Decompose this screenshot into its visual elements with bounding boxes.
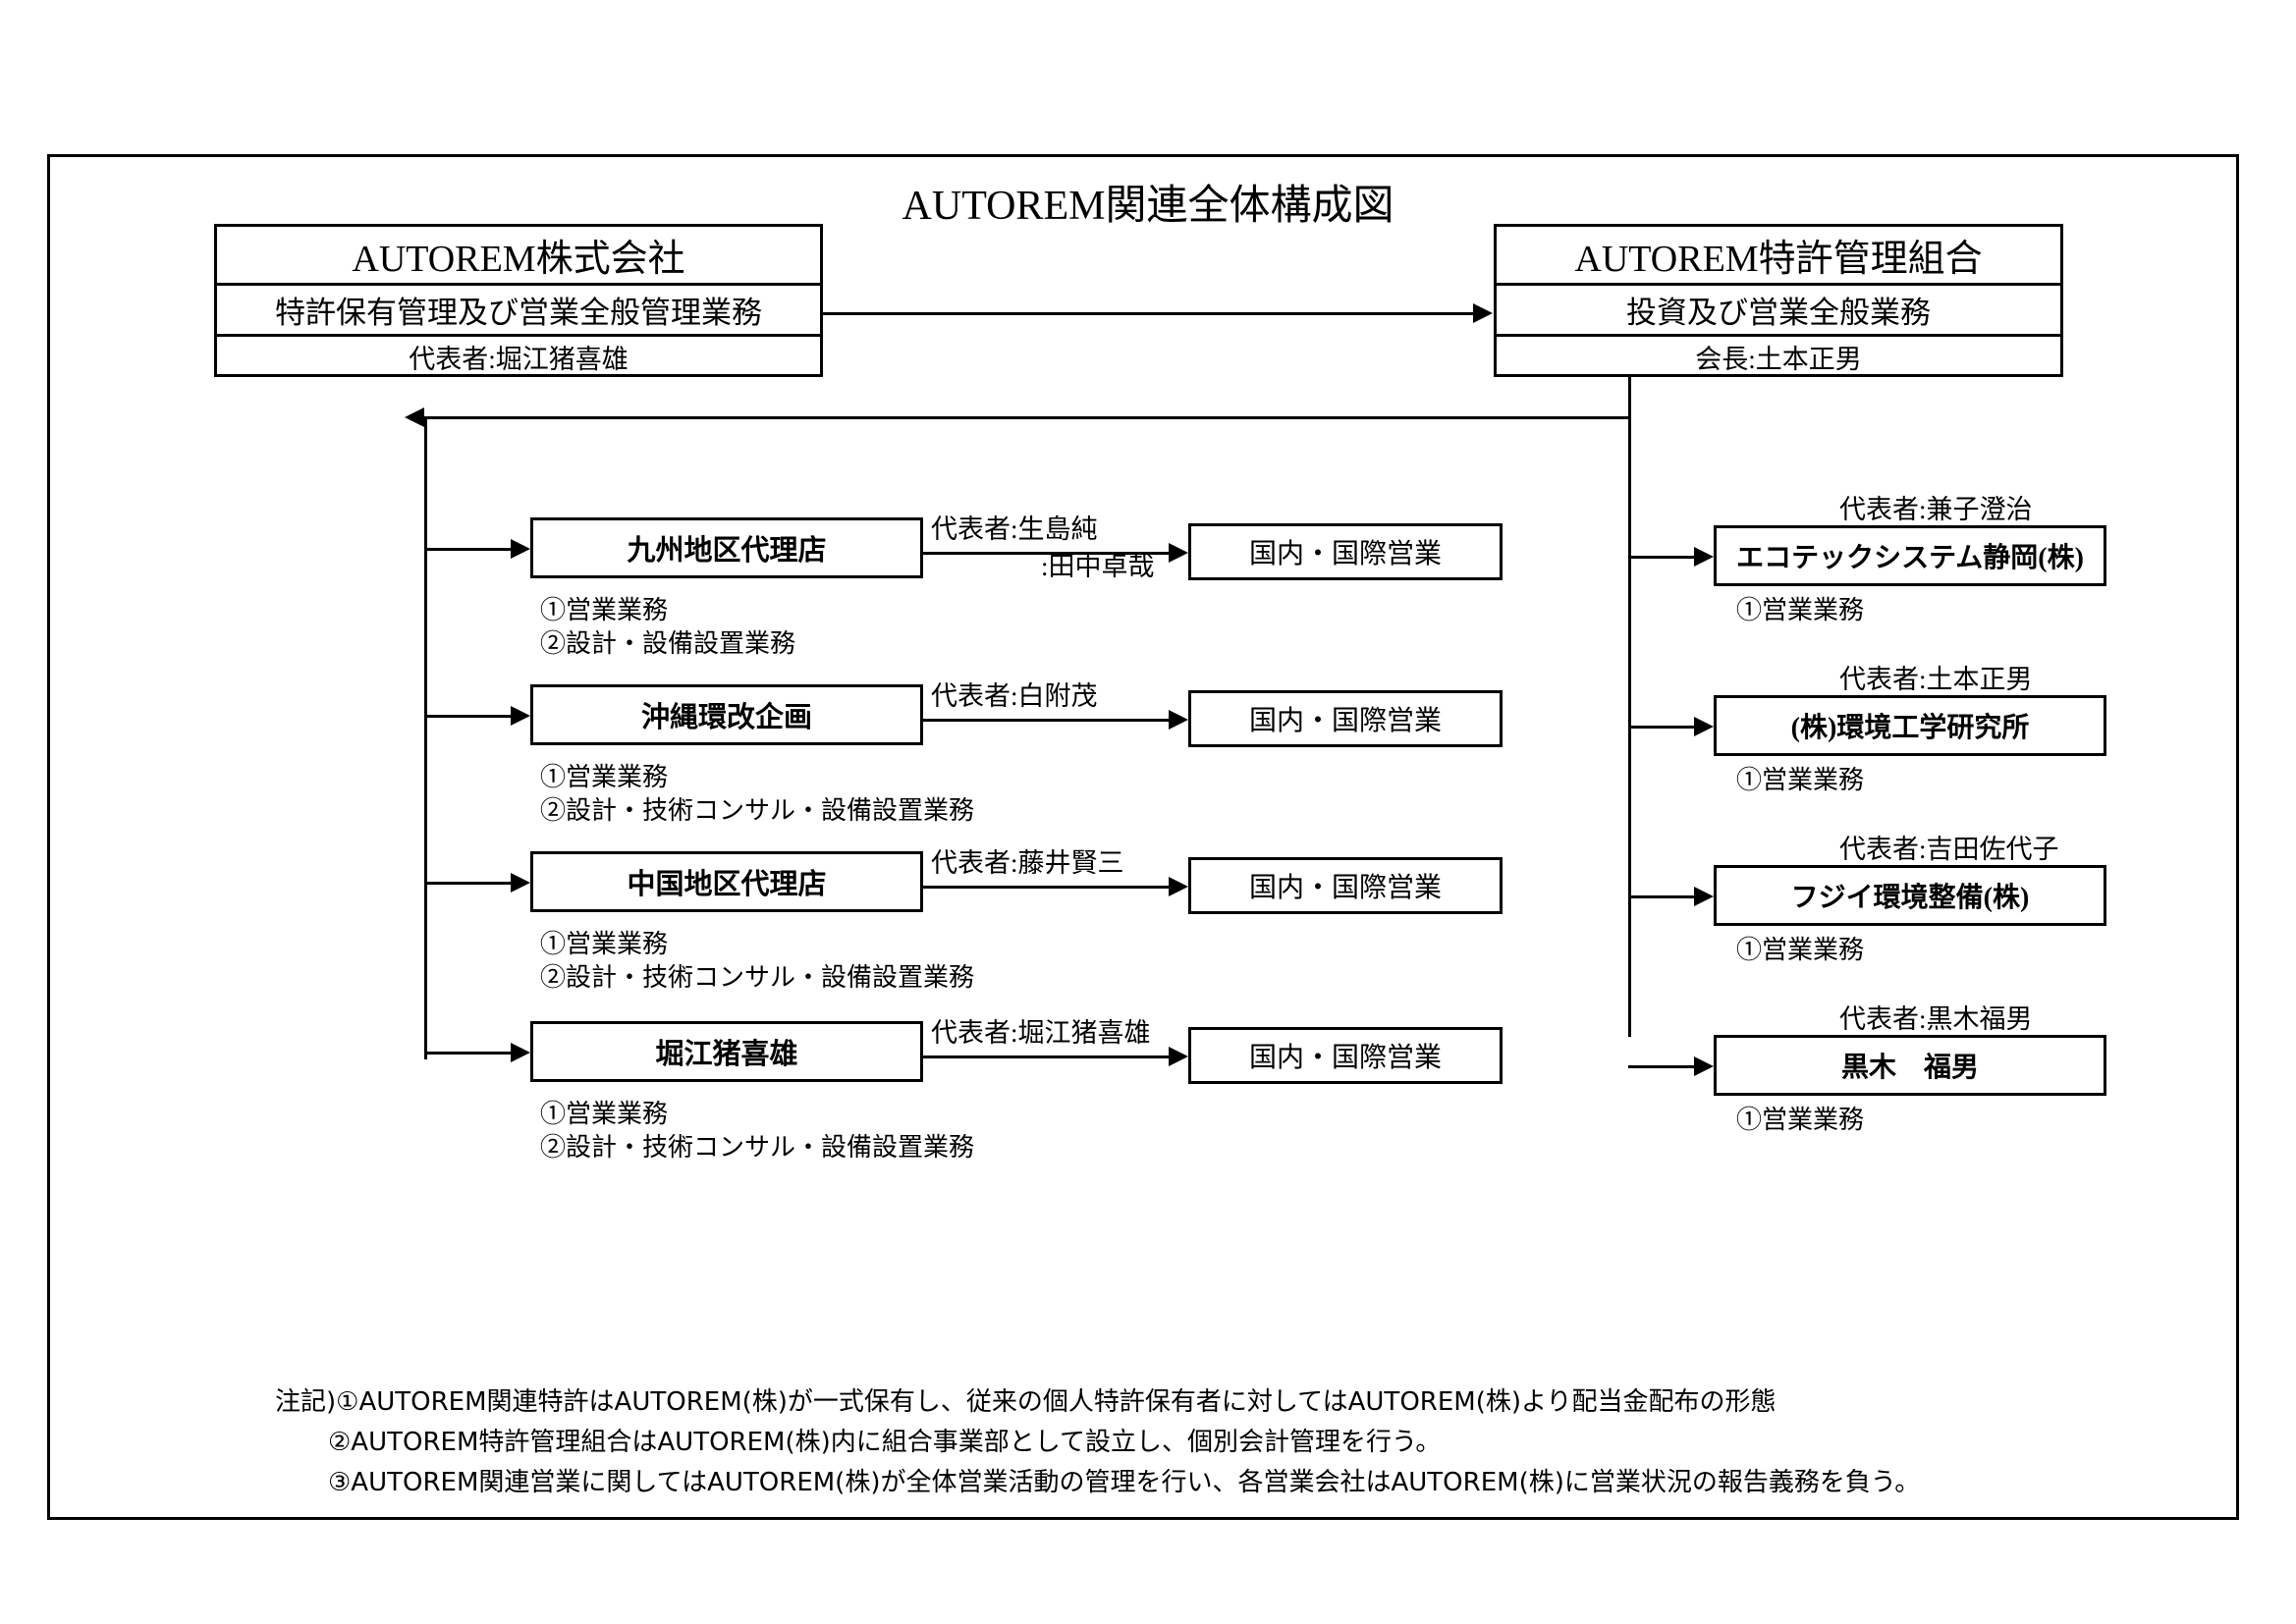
agency-box-4[interactable]: 堀江猪喜雄 <box>530 1021 923 1082</box>
agency-duty-3-b: ②設計・技術コンサル・設備設置業務 <box>540 963 975 992</box>
agency-name-3: 中国地区代理店 <box>627 869 827 900</box>
notes-block: 注記)①AUTOREM関連特許はAUTOREM(株)が一式保有し、従来の個人特許… <box>275 1382 1920 1503</box>
arrow-sales-1-head <box>1169 543 1188 563</box>
connector-spine-to-agency-2 <box>424 715 511 718</box>
connector-bus-to-partner-1 <box>1628 556 1694 559</box>
arrow-agency-2-head <box>511 706 530 726</box>
patent-union-name: AUTOREM特許管理組合 <box>1497 227 2060 286</box>
arrow-company-to-union-head <box>1473 303 1493 323</box>
connector-agency-3-to-sales <box>923 886 1169 889</box>
partner-box-2[interactable]: (株)環境工学研究所 <box>1714 695 2106 756</box>
patent-union-box[interactable]: AUTOREM特許管理組合 投資及び営業全般業務 会長:土本正男 <box>1494 224 2063 377</box>
arrow-partner-3-head <box>1694 887 1714 906</box>
agency-box-3[interactable]: 中国地区代理店 <box>530 851 923 912</box>
partner-rep-4: 代表者:黒木福男 <box>1839 1004 2033 1034</box>
partner-name-1: エコテックシステム静岡(株) <box>1736 543 2084 573</box>
sales-box-4[interactable]: 国内・国際営業 <box>1188 1027 1503 1084</box>
arrow-agency-4-head <box>511 1043 530 1062</box>
note-2: ②AUTOREM特許管理組合はAUTOREM(株)内に組合事業部として設立し、個… <box>328 1428 1442 1457</box>
partner-rep-3: 代表者:吉田佐代子 <box>1839 835 2059 864</box>
arrow-agency-3-head <box>511 873 530 893</box>
partner-duty-2: ①営業業務 <box>1736 766 1865 794</box>
connector-agency-4-to-sales <box>923 1056 1169 1058</box>
autorem-company-representative: 代表者:堀江猪喜雄 <box>409 344 629 374</box>
agency-rep-4-line1: 代表者:堀江猪喜雄 <box>931 1018 1151 1048</box>
partner-name-2: (株)環境工学研究所 <box>1790 713 2030 743</box>
connector-bus-to-partner-2 <box>1628 726 1694 729</box>
note-1: 注記)①AUTOREM関連特許はAUTOREM(株)が一式保有し、従来の個人特許… <box>275 1387 1777 1417</box>
connector-bus-to-partner-4 <box>1628 1065 1694 1068</box>
sales-box-2[interactable]: 国内・国際営業 <box>1188 690 1503 747</box>
connector-spine-to-agency-4 <box>424 1052 511 1055</box>
partner-duty-4: ①営業業務 <box>1736 1106 1865 1134</box>
agency-duty-1-a: ①営業業務 <box>540 596 669 624</box>
diagram-frame <box>47 154 2239 1520</box>
partner-duty-1: ①営業業務 <box>1736 596 1865 624</box>
partner-box-1[interactable]: エコテックシステム静岡(株) <box>1714 525 2106 586</box>
connector-agency-1-to-sales <box>923 552 1169 555</box>
connector-spine-to-agency-1 <box>424 548 511 551</box>
patent-union-chairman: 会長:土本正男 <box>1695 344 1862 374</box>
partner-box-3[interactable]: フジイ環境整備(株) <box>1714 865 2106 926</box>
autorem-company-box[interactable]: AUTOREM株式会社 特許保有管理及び営業全般管理業務 代表者:堀江猪喜雄 <box>214 224 823 377</box>
partner-rep-2: 代表者:土本正男 <box>1839 665 2033 694</box>
arrow-partner-2-head <box>1694 717 1714 736</box>
sales-label-3: 国内・国際営業 <box>1248 873 1442 903</box>
agency-rep-3-line1: 代表者:藤井賢三 <box>931 848 1124 878</box>
union-bus-drop <box>1628 377 1631 1037</box>
connector-agency-2-to-sales <box>923 719 1169 722</box>
autorem-company-business: 特許保有管理及び営業全般管理業務 <box>217 286 820 337</box>
autorem-company-name: AUTOREM株式会社 <box>217 227 820 286</box>
arrow-union-bus-left-head <box>405 407 424 427</box>
patent-union-business: 投資及び営業全般業務 <box>1497 286 2060 337</box>
sales-label-2: 国内・国際営業 <box>1248 706 1442 736</box>
connector-bus-to-partner-3 <box>1628 895 1694 898</box>
sales-box-1[interactable]: 国内・国際営業 <box>1188 523 1503 580</box>
agency-duty-4-b: ②設計・技術コンサル・設備設置業務 <box>540 1133 975 1162</box>
agency-name-1: 九州地区代理店 <box>627 535 827 567</box>
arrow-sales-2-head <box>1169 710 1188 730</box>
sales-label-1: 国内・国際営業 <box>1248 539 1442 569</box>
partner-name-3: フジイ環境整備(株) <box>1790 883 2030 913</box>
arrow-agency-1-head <box>511 539 530 559</box>
agency-box-2[interactable]: 沖縄環改企画 <box>530 684 923 745</box>
agency-name-4: 堀江猪喜雄 <box>655 1039 798 1070</box>
sales-box-3[interactable]: 国内・国際営業 <box>1188 857 1503 914</box>
left-spine <box>424 416 427 1059</box>
arrow-partner-4-head <box>1694 1056 1714 1076</box>
partner-rep-1: 代表者:兼子澄治 <box>1839 495 2033 524</box>
agency-box-1[interactable]: 九州地区代理店 <box>530 517 923 578</box>
arrow-sales-4-head <box>1169 1047 1188 1066</box>
agency-rep-2-line1: 代表者:白附茂 <box>931 681 1098 711</box>
note-3: ③AUTOREM関連営業に関してはAUTOREM(株)が全体営業活動の管理を行い… <box>328 1468 1921 1497</box>
agency-duty-1-b: ②設計・設備設置業務 <box>540 629 796 658</box>
agency-rep-1-line2: :田中卓哉 <box>1041 552 1155 581</box>
partner-duty-3: ①営業業務 <box>1736 936 1865 964</box>
agency-duty-4-a: ①営業業務 <box>540 1100 669 1128</box>
connector-company-to-union <box>823 312 1473 315</box>
agency-rep-1-line1: 代表者:生島純 <box>931 514 1098 544</box>
union-bus-to-left <box>424 416 1631 419</box>
agency-name-2: 沖縄環改企画 <box>640 702 812 733</box>
connector-spine-to-agency-3 <box>424 882 511 885</box>
agency-duty-2-a: ①営業業務 <box>540 763 669 791</box>
arrow-partner-1-head <box>1694 547 1714 567</box>
agency-duty-2-b: ②設計・技術コンサル・設備設置業務 <box>540 796 975 825</box>
arrow-sales-3-head <box>1169 877 1188 896</box>
partner-name-4: 黒木 福男 <box>1840 1053 1979 1083</box>
agency-duty-3-a: ①営業業務 <box>540 930 669 958</box>
sales-label-4: 国内・国際営業 <box>1248 1043 1442 1073</box>
page-title: AUTOREM関連全体構成図 <box>902 184 1394 229</box>
partner-box-4[interactable]: 黒木 福男 <box>1714 1035 2106 1096</box>
